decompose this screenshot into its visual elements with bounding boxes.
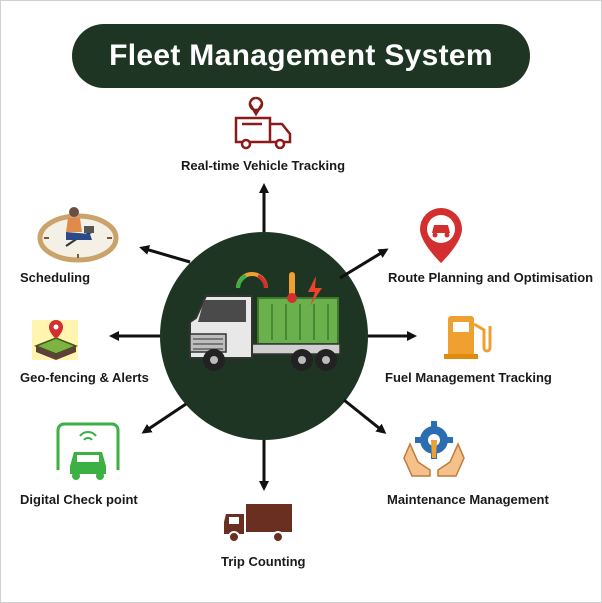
label-fuel-management: Fuel Management Tracking (385, 370, 552, 385)
cargo-truck-icon (224, 504, 292, 543)
lightning-icon (308, 276, 322, 306)
gauge-icon (236, 272, 268, 289)
fuel-pump-icon (444, 316, 492, 359)
car-checkpoint-icon (56, 422, 120, 480)
arrow-down-left (141, 402, 187, 434)
thermometer-icon (287, 272, 297, 303)
label-route-planning: Route Planning and Optimisation (388, 270, 594, 285)
dump-truck-icon (189, 295, 341, 371)
arrow-up-right (339, 248, 389, 280)
arrow-up-left (139, 245, 191, 264)
clock-schedule-icon (37, 207, 119, 263)
label-geo-fencing-alerts: Geo-fencing & Alerts (20, 370, 149, 385)
label-digital-check-point: Digital Check point (20, 492, 138, 507)
gear-hands-icon (403, 421, 465, 477)
arrow-down-right (343, 398, 387, 434)
label-real-time-vehicle-tracking: Real-time Vehicle Tracking (181, 158, 346, 173)
label-maintenance-management: Maintenance Management (387, 492, 549, 507)
label-trip-counting: Trip Counting (221, 554, 306, 569)
delivery-truck-location-icon (234, 96, 292, 150)
location-pin-car-icon (420, 208, 462, 263)
geofence-map-icon (32, 320, 79, 360)
page-title: Fleet Management System (72, 24, 530, 88)
label-scheduling: Scheduling (20, 270, 91, 285)
